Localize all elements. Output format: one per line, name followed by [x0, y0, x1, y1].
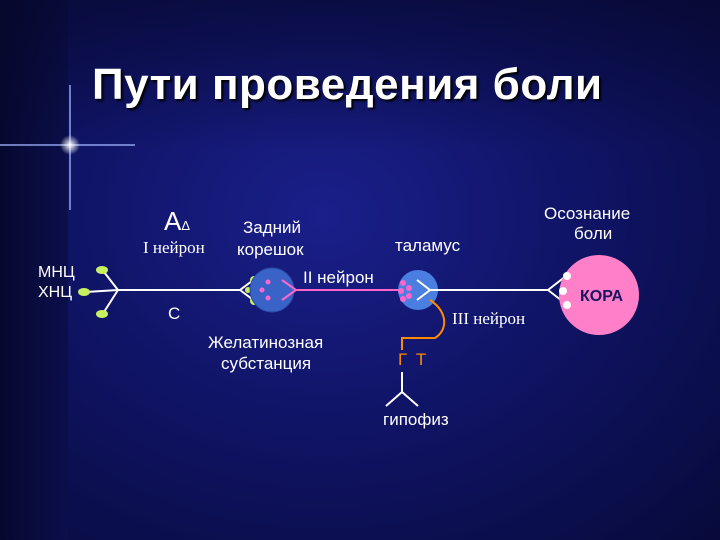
- hypophysis-label: гипофиз: [383, 410, 449, 429]
- delta-subscript: Δ: [181, 218, 191, 233]
- gelatinous-label-2: субстанция: [221, 354, 312, 373]
- thalamus-body: [398, 270, 438, 310]
- hnc-label: ХНЦ: [38, 284, 73, 301]
- dorsal-root-label-2: корешок: [237, 240, 304, 259]
- hypothalamic-branch: [401, 299, 446, 350]
- hypophysis-fork: [385, 372, 419, 407]
- neuron-3-fiber: [430, 275, 567, 305]
- cortex-label: КОРА: [580, 288, 624, 305]
- top-band: [0, 0, 720, 150]
- neuron-3-label: III нейрон: [452, 309, 526, 328]
- dorsal-root-label-1: Задний: [243, 218, 302, 237]
- neuron-2-label: II нейрон: [303, 268, 374, 287]
- decorative-sparkle: [0, 85, 135, 210]
- awareness-label-1: Осознание: [544, 204, 631, 223]
- neuron-1-label: I нейрон: [143, 238, 205, 257]
- gelatinous-label-1: Желатинозная: [208, 333, 324, 352]
- awareness-label-2: боли: [574, 224, 613, 243]
- mnc-label: МНЦ: [38, 264, 75, 281]
- receptor-endings: [78, 266, 108, 318]
- a-delta-label: АΔ: [164, 206, 190, 237]
- neuron-2-body: [249, 267, 298, 313]
- thalamus-label: таламус: [395, 236, 461, 255]
- cortex-circle: [559, 255, 639, 335]
- a-letter: А: [164, 206, 182, 236]
- neuron-1-fiber: [85, 271, 240, 313]
- c-fiber-label: С: [168, 304, 181, 323]
- page-title: Пути проведения боли: [92, 60, 603, 109]
- gt-label: Г Т: [398, 350, 429, 369]
